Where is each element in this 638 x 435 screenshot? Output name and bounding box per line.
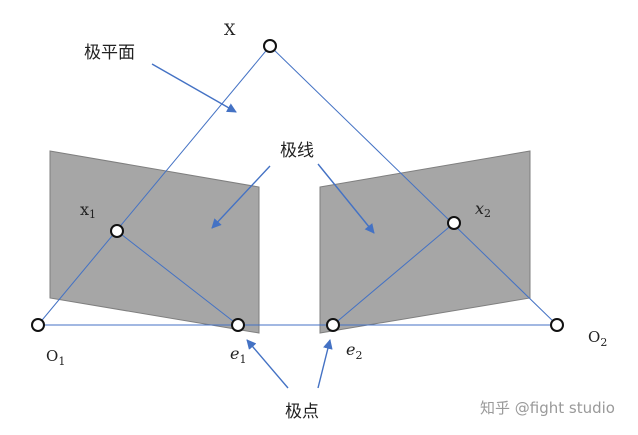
label-o1-letter: O [46,347,58,365]
label-o2: O2 [588,328,607,349]
label-x1: x1 [80,200,96,221]
arrow-epipole-left [246,339,289,389]
annotation-arrows [151,63,375,389]
point-x1 [110,224,124,238]
epipolar-line-left [116,230,239,326]
label-e2: e2 [346,340,362,362]
label-x2-letter: x [475,199,484,218]
label-x2-sub: 2 [484,207,491,220]
arrow-epipolar-line-left [211,165,271,229]
arrow-epipole-right [317,339,333,389]
camera-center-o1 [31,318,45,332]
points [31,39,564,332]
epipole-e1 [231,318,245,332]
arrow-epipolar-plane [151,63,237,113]
label-x1-sub: 1 [89,208,96,221]
label-epipolar-plane: 极平面 [84,43,135,63]
point-x2 [447,216,461,230]
label-o1: O1 [46,347,65,368]
label-x2: x2 [475,199,491,220]
label-o1-sub: 1 [58,355,65,368]
label-o2-sub: 2 [600,336,607,349]
label-e1: e1 [230,344,246,366]
label-e2-sub: 2 [355,349,362,362]
label-o2-letter: O [588,328,600,346]
epipole-e2 [326,318,340,332]
camera-center-o2 [550,318,564,332]
label-world-point: X [224,20,236,39]
arrow-epipolar-line-right [317,163,375,234]
label-e1-letter: e [230,344,239,363]
label-x1-letter: x [80,200,89,219]
label-epipole: 极点 [285,402,319,422]
right-image-plane [319,150,531,334]
epipolar-plane-lines [37,45,558,326]
left-image-plane [49,150,260,334]
label-e1-sub: 1 [239,353,246,366]
label-e2-letter: e [346,340,355,359]
watermark: 知乎 @fight studio [480,399,615,417]
point-x [263,39,277,53]
epipolar-line-right [332,222,455,326]
ray-o2-x [269,45,558,326]
ray-o1-x [37,45,271,326]
label-epipolar-line: 极线 [280,141,314,161]
